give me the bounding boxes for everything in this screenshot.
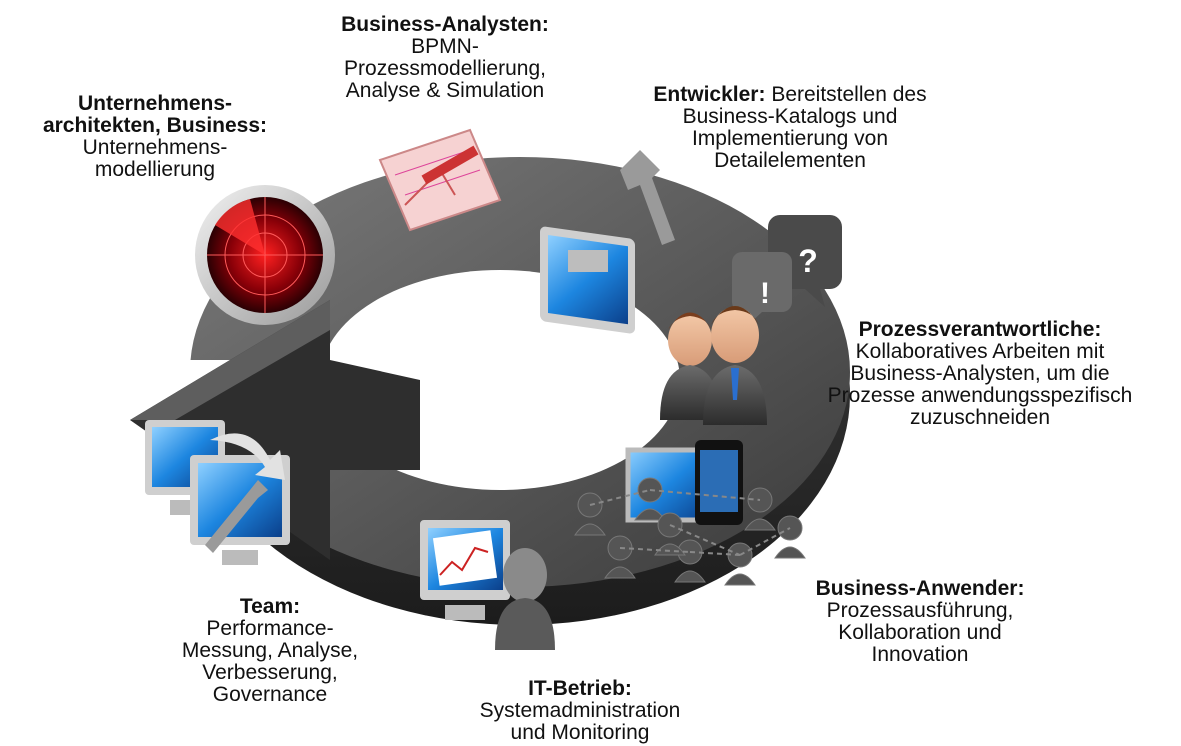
it-ops-title: IT-Betrieb: (528, 677, 632, 700)
label-analysts: Business-Analysten: BPMN- Prozessmodelli… (300, 14, 590, 102)
label-business-users: Business-Anwender: Prozessausführung, Ko… (770, 578, 1070, 666)
process-owners-desc-line-4: zuzuschneiden (909, 406, 1051, 429)
speech-bubbles-icon: ? ! (732, 215, 842, 326)
analysts-desc-line-2: Prozessmodellierung, (344, 57, 546, 80)
architects-desc-line-2: modellierung (94, 158, 216, 181)
team-desc-line-4: Governance (212, 683, 328, 706)
network-people-icon (574, 440, 806, 586)
it-ops-desc-line-1: Systemadministration (479, 699, 681, 722)
architects-title-line-1: Unternehmens- (77, 92, 233, 115)
business-users-desc-line-3: Innovation (871, 643, 969, 666)
arrow-head-highlight (130, 300, 330, 420)
process-owners-desc-line-3: Prozesse anwendungsspezifisch (827, 384, 1133, 407)
team-desc-line-3: Verbesserung, (202, 661, 338, 684)
radar-icon (195, 185, 335, 325)
architects-title-line-2: architekten, Business: (42, 114, 268, 137)
business-users-desc-line-1: Prozessausführung, (826, 599, 1014, 622)
monitor-wrench-icon (540, 150, 675, 334)
architects-desc-line-1: Unternehmens- (82, 136, 228, 159)
process-owners-desc-line-2: Business-Analysten, um die (850, 362, 1110, 385)
developers-desc-line-1: Business-Katalogs und (682, 105, 898, 128)
team-desc-line-1: Performance- (206, 617, 334, 640)
developers-title: Entwickler: (653, 83, 766, 106)
question-mark: ? (798, 243, 818, 279)
it-ops-desc-line-2: und Monitoring (510, 721, 650, 744)
analysts-desc-line-1: BPMN- (411, 35, 479, 58)
notepad-icon (378, 128, 502, 232)
label-it-ops: IT-Betrieb: Systemadministration und Mon… (430, 678, 730, 744)
label-process-owners: Prozessverantwortliche: Kollaboratives A… (790, 319, 1170, 429)
analysts-desc-line-3: Analyse & Simulation (345, 79, 545, 102)
exclamation-mark: ! (760, 277, 770, 310)
label-architects: Unternehmens- architekten, Business: Unt… (5, 93, 305, 181)
business-users-title: Business-Anwender: (815, 577, 1025, 600)
analysts-title: Business-Analysten: (341, 13, 549, 36)
process-owners-desc-line-1: Kollaboratives Arbeiten mit (855, 340, 1105, 363)
developers-inline-desc: Bereitstellen des (771, 83, 927, 106)
label-team: Team: Performance- Messung, Analyse, Ver… (140, 596, 400, 706)
people-icon (660, 306, 767, 425)
developers-desc-line-3: Detailelementen (714, 149, 866, 172)
team-title: Team: (239, 595, 301, 618)
business-users-desc-line-2: Kollaboration und (838, 621, 1002, 644)
arrow-head (130, 300, 420, 560)
team-desc-line-2: Messung, Analyse, (181, 639, 359, 662)
monitors-tools-icon (145, 420, 290, 565)
developers-desc-line-2: Implementierung von (691, 127, 889, 150)
process-owners-title: Prozessverantwortliche: (858, 318, 1102, 341)
label-developers: Entwickler: Bereitstellen des Business-K… (610, 84, 970, 172)
monitor-chart-person-icon (420, 520, 555, 650)
